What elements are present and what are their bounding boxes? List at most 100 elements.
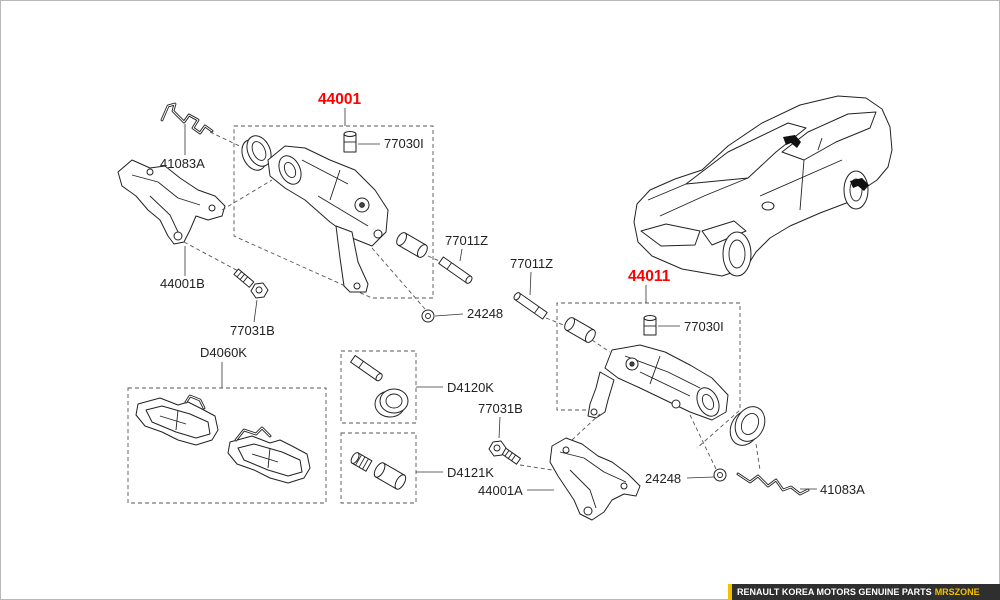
left-dust-cap xyxy=(421,309,435,323)
right-bracket-bolt xyxy=(488,440,521,465)
seal-inner-edge xyxy=(251,141,267,161)
cap-outer xyxy=(713,468,727,482)
assembly-guide-line xyxy=(519,464,553,471)
left-bleeder-callout[interactable]: 77030I xyxy=(384,136,424,151)
caliper-pin-hole xyxy=(373,229,383,239)
right-piston-seal xyxy=(729,406,766,446)
left-guide-bushing xyxy=(396,232,428,258)
guide-pin-step xyxy=(446,262,452,270)
boot-front xyxy=(379,388,409,414)
left-retaining-spring xyxy=(160,102,214,135)
brake-pad-inner xyxy=(135,394,219,446)
bracket-pin-hole xyxy=(562,446,570,454)
right-assembly-callout[interactable]: 44011 xyxy=(628,268,671,285)
bracket-pin-hole xyxy=(208,204,216,212)
pin-kit-group: D4120K xyxy=(340,350,494,424)
bushing-end xyxy=(350,452,360,464)
car-front-wheel xyxy=(722,231,752,277)
right-caliper-body xyxy=(587,344,729,421)
left-cap-callout[interactable]: 24248 xyxy=(467,306,503,321)
bracket-pin-hole xyxy=(146,168,154,176)
bushing-kit-boundary xyxy=(340,432,417,504)
left-assembly-boundary xyxy=(233,125,434,299)
bolt-head-center xyxy=(255,286,263,294)
bracket-edges xyxy=(131,174,201,233)
bolt-shank xyxy=(233,268,255,288)
assembly-guide-line xyxy=(371,247,426,310)
right-cap-leader xyxy=(686,476,715,479)
right-pin-leader xyxy=(529,271,532,296)
left-pin-leader xyxy=(459,248,463,262)
bracket-pin-hole xyxy=(620,482,628,490)
bracket-plate xyxy=(117,159,226,245)
bleeder-cap xyxy=(343,131,357,137)
bushing-end xyxy=(564,317,576,331)
cap-outer xyxy=(421,309,435,323)
left-bleeder-screw xyxy=(343,131,357,153)
sleeve-end xyxy=(373,462,386,478)
bushing-kit-callout[interactable]: D4121K xyxy=(447,465,494,480)
kit-boot xyxy=(374,388,409,418)
spring-wire-highlight xyxy=(737,473,809,495)
bracket-edges xyxy=(559,451,627,509)
right-spring-callout[interactable]: 41083A xyxy=(820,482,865,497)
boot-inner xyxy=(385,393,403,409)
right-cap-callout[interactable]: 24248 xyxy=(645,471,681,486)
bracket-plate xyxy=(549,437,641,521)
guide-pin-end xyxy=(375,373,383,382)
caliper-casting-lines xyxy=(624,355,701,397)
pad-set-callout[interactable]: D4060K xyxy=(200,345,247,360)
caliper-piston-bore xyxy=(283,161,297,179)
bushing-end xyxy=(416,244,428,258)
footer-brand: RENAULT KOREA MOTORS GENUINE PARTS xyxy=(737,587,932,597)
assembly-guide-line xyxy=(591,339,611,353)
caliper-boss-hole xyxy=(629,361,635,367)
pad-groove xyxy=(251,447,279,469)
guide-pin-end xyxy=(513,292,521,301)
left-piston-seal xyxy=(241,135,272,171)
right-bleeder-callout[interactable]: 77030I xyxy=(684,319,724,334)
right-bracket-callout[interactable]: 44001A xyxy=(478,483,523,498)
right-bolt-leader xyxy=(498,416,501,439)
bracket-bolt-hole xyxy=(583,506,593,516)
left-bracket-callout[interactable]: 44001B xyxy=(160,276,205,291)
pad-clip-highlight xyxy=(185,395,205,409)
right-dust-cap xyxy=(713,468,727,482)
right-guide-pin xyxy=(513,292,548,320)
left-bolt-callout[interactable]: 77031B xyxy=(230,323,275,338)
right-bleeder-screw xyxy=(643,315,657,336)
kit-sleeve xyxy=(373,462,407,490)
location-marker-icon xyxy=(783,135,801,148)
assembly-guide-line xyxy=(689,414,717,470)
right-retaining-spring xyxy=(736,472,810,496)
right-pin-callout[interactable]: 77011Z xyxy=(510,256,553,271)
right-caliper-group: 44011 77011Z 77030I xyxy=(478,256,865,521)
left-spring-callout[interactable]: 41083A xyxy=(160,156,205,171)
guide-pin-step xyxy=(534,306,540,314)
car-side-window xyxy=(781,111,877,161)
pad-set-group: D4060K xyxy=(127,345,327,504)
pin-kit-callout[interactable]: D4120K xyxy=(447,380,494,395)
seal-front-face xyxy=(734,406,766,442)
left-caliper-group: 44001 41083A xyxy=(117,91,503,338)
left-pin-callout[interactable]: 77011Z xyxy=(445,233,488,248)
left-cap-leader xyxy=(434,313,464,317)
parking-brake-lever xyxy=(335,225,369,293)
left-caliper-bracket xyxy=(117,159,226,245)
lever-cable-eye xyxy=(590,408,598,416)
caliper-pin-hole xyxy=(671,399,681,409)
bushing-end xyxy=(584,329,596,343)
right-bolt-callout[interactable]: 77031B xyxy=(478,401,523,416)
pin-kit-boundary xyxy=(340,350,417,424)
location-marker-icon xyxy=(850,178,869,191)
footer-site-link[interactable]: MRSZONE xyxy=(934,587,980,597)
bolt-head xyxy=(488,440,507,457)
bushing-kit-group: D4121K xyxy=(340,432,494,504)
bleeder-cap xyxy=(643,315,657,321)
car-body-lines xyxy=(647,137,843,217)
assembly-guide-line xyxy=(571,413,601,441)
left-assembly-callout[interactable]: 44001 xyxy=(318,91,361,108)
